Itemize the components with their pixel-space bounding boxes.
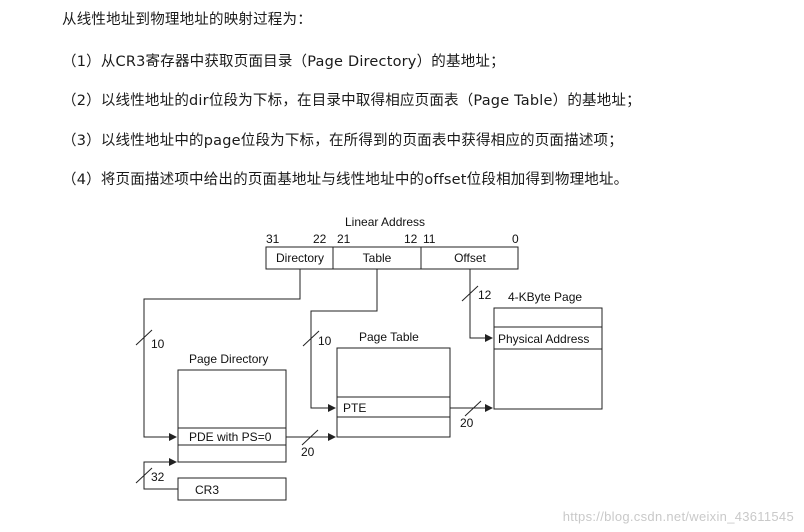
field-directory: Directory — [276, 251, 324, 265]
bit-21-label: 21 — [337, 232, 351, 246]
cr3-label: CR3 — [195, 483, 219, 497]
step-2-text: （2）以线性地址的dir位段为下标，在目录中取得相应页面表（Page Table… — [62, 93, 641, 109]
field-table: Table — [363, 251, 392, 265]
step-4-text: （4）将页面描述项中给出的页面基地址与线性地址中的offset位段相加得到物理地… — [62, 172, 629, 188]
step-3-text: （3）以线性地址中的page位段为下标，在所得到的页面表中获得相应的页面描述项； — [62, 133, 623, 149]
table-index-width: 10 — [318, 334, 332, 348]
page-box — [493, 307, 603, 410]
linear-address-register — [265, 246, 519, 270]
pde-to-pt-width: 20 — [301, 445, 315, 459]
bit-0-label: 0 — [512, 232, 519, 246]
bit-31-label: 31 — [266, 232, 280, 246]
intro-text: 从线性地址到物理地址的映射过程为： — [62, 12, 312, 28]
field-offset: Offset — [454, 251, 486, 265]
directory-index-arrow — [143, 269, 301, 441]
page-title: 4-KByte Page — [508, 290, 582, 304]
dir-index-width: 10 — [151, 337, 165, 351]
linear-address-title: Linear Address — [345, 215, 425, 229]
bit-11-label: 11 — [423, 232, 436, 246]
offset-width: 12 — [478, 288, 492, 302]
pte-entry: PTE — [343, 401, 366, 415]
page-table-title: Page Table — [359, 330, 419, 344]
bit-22-label: 22 — [313, 232, 327, 246]
bit-12-label: 12 — [404, 232, 418, 246]
page-directory-box — [177, 369, 287, 463]
offset-arrow — [469, 269, 493, 342]
pte-to-page-width: 20 — [460, 416, 474, 430]
pde-entry: PDE with PS=0 — [189, 430, 272, 444]
watermark: https://blog.csdn.net/weixin_43611545 — [562, 509, 794, 524]
table-index-arrow — [310, 269, 378, 412]
page-directory-title: Page Directory — [189, 352, 268, 366]
cr3-width: 32 — [151, 470, 165, 484]
step-1-text: （1）从CR3寄存器中获取页面目录（Page Directory）的基地址； — [62, 54, 505, 70]
physical-address-entry: Physical Address — [498, 332, 589, 346]
page-table-box — [336, 347, 451, 438]
